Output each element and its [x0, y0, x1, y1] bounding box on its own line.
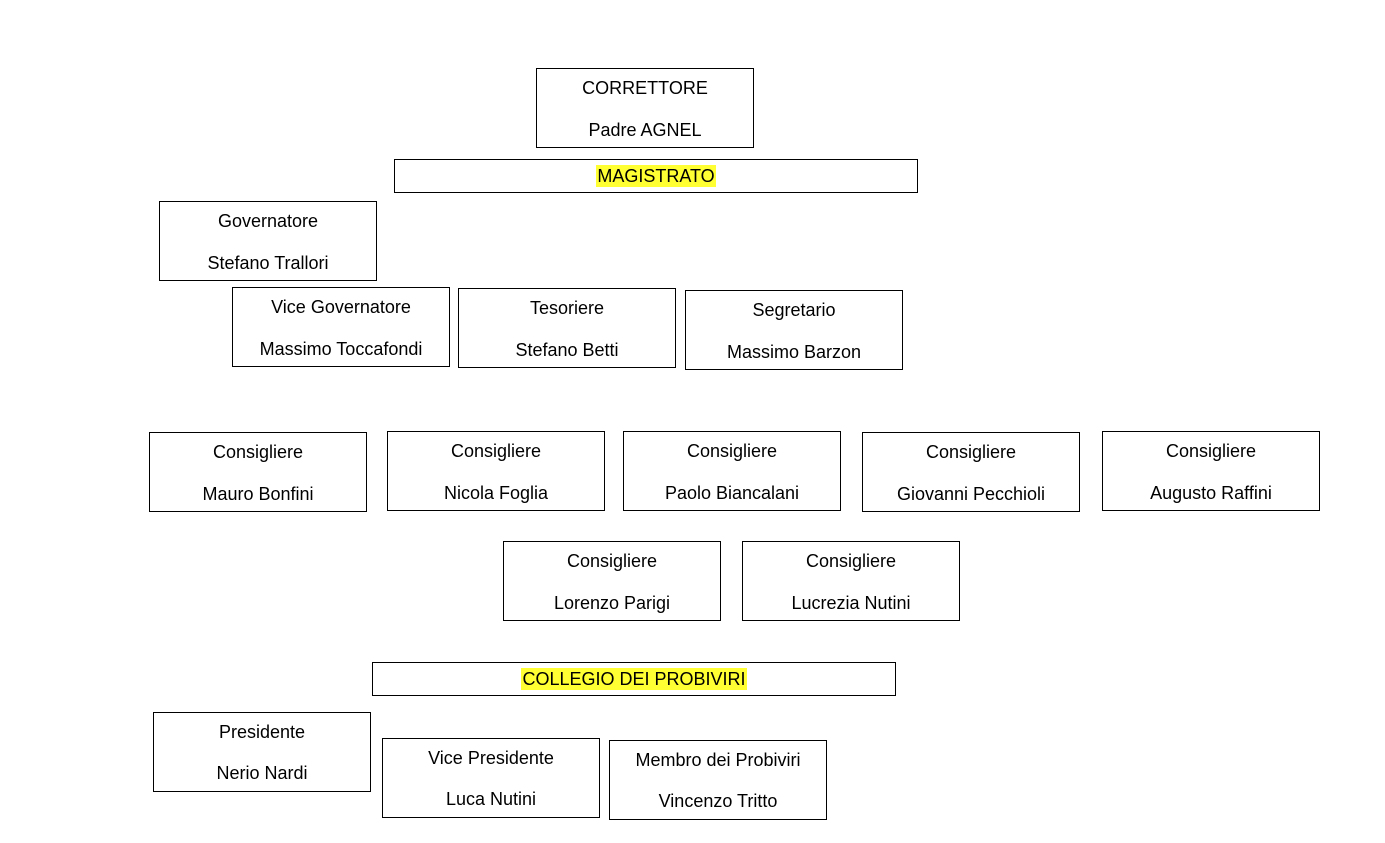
consigliere-box: Consigliere Lorenzo Parigi — [503, 541, 721, 621]
segretario-box: Segretario Massimo Barzon — [685, 290, 903, 370]
member-name: Stefano Betti — [515, 340, 619, 360]
role-label: CORRETTORE — [582, 78, 708, 98]
role-label: Segretario — [752, 300, 836, 320]
member-name: Augusto Raffini — [1150, 483, 1272, 503]
role-label: Consigliere — [450, 441, 542, 461]
correttore-box: CORRETTORE Padre AGNEL — [536, 68, 754, 148]
role-label: Vice Governatore — [271, 297, 411, 317]
member-name: Lorenzo Parigi — [553, 593, 671, 613]
role-label: Vice Presidente — [428, 748, 554, 768]
role-label: Governatore — [217, 211, 319, 231]
member-name: Lucrezia Nutini — [791, 593, 911, 613]
member-name: Mauro Bonfini — [202, 484, 314, 504]
magistrato-label: MAGISTRATO — [596, 165, 716, 187]
consigliere-box: Consigliere Nicola Foglia — [387, 431, 605, 511]
member-name: Giovanni Pecchioli — [896, 484, 1046, 504]
member-name: Padre AGNEL — [588, 120, 702, 140]
role-label: Presidente — [218, 722, 306, 742]
role-label: Consigliere — [925, 442, 1017, 462]
vice-presidente-box: Vice Presidente Luca Nutini — [382, 738, 600, 818]
role-label: Membro dei Probiviri — [635, 750, 801, 770]
role-label: Consigliere — [566, 551, 658, 571]
governatore-box: Governatore Stefano Trallori — [159, 201, 377, 281]
magistrato-banner: MAGISTRATO — [394, 159, 918, 193]
presidente-box: Presidente Nerio Nardi — [153, 712, 371, 792]
member-name: Stefano Trallori — [207, 253, 329, 273]
tesoriere-box: Tesoriere Stefano Betti — [458, 288, 676, 368]
consigliere-box: Consigliere Paolo Biancalani — [623, 431, 841, 511]
membro-probiviri-box: Membro dei Probiviri Vincenzo Tritto — [609, 740, 827, 820]
role-label: Consigliere — [805, 551, 897, 571]
consigliere-box: Consigliere Giovanni Pecchioli — [862, 432, 1080, 512]
collegio-banner: COLLEGIO DEI PROBIVIRI — [372, 662, 896, 696]
role-label: Consigliere — [686, 441, 778, 461]
vice-governatore-box: Vice Governatore Massimo Toccafondi — [232, 287, 450, 367]
member-name: Paolo Biancalani — [664, 483, 800, 503]
collegio-label: COLLEGIO DEI PROBIVIRI — [521, 668, 747, 690]
member-name: Nicola Foglia — [443, 483, 549, 503]
role-label: Consigliere — [212, 442, 304, 462]
role-label: Consigliere — [1165, 441, 1257, 461]
consigliere-box: Consigliere Mauro Bonfini — [149, 432, 367, 512]
consigliere-box: Consigliere Augusto Raffini — [1102, 431, 1320, 511]
member-name: Vincenzo Tritto — [658, 791, 778, 811]
role-label: Tesoriere — [529, 298, 605, 318]
member-name: Massimo Toccafondi — [259, 339, 423, 359]
consigliere-box: Consigliere Lucrezia Nutini — [742, 541, 960, 621]
member-name: Nerio Nardi — [216, 763, 308, 783]
member-name: Luca Nutini — [445, 789, 537, 809]
member-name: Massimo Barzon — [726, 342, 862, 362]
